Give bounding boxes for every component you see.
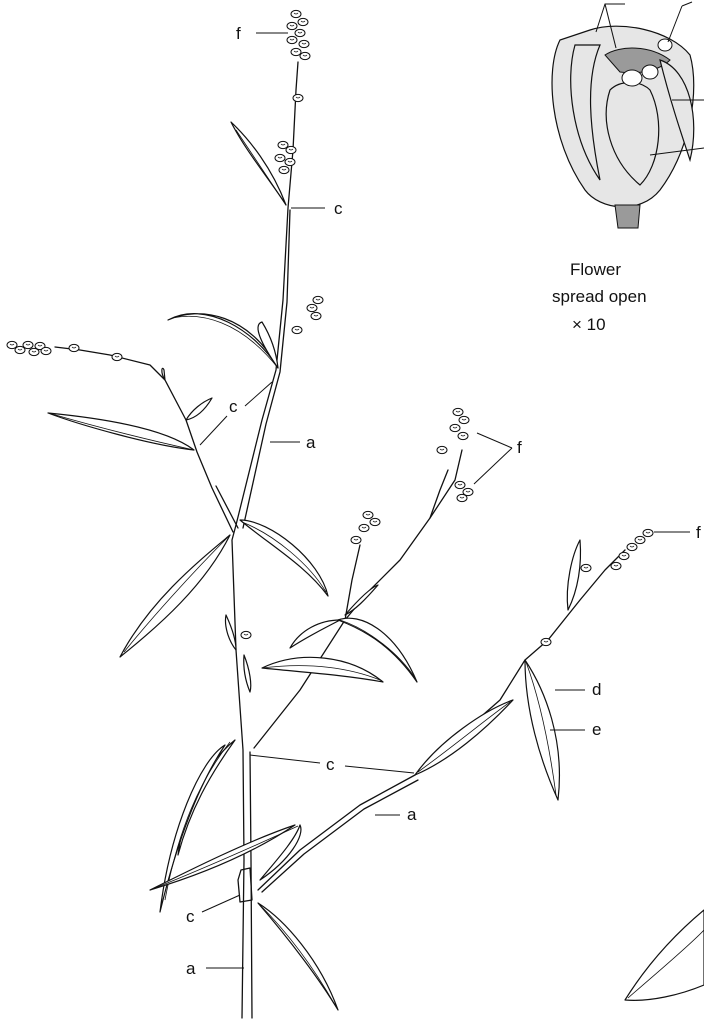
label-f-mid: f xyxy=(517,438,522,457)
label-c-lower: c xyxy=(186,907,195,926)
label-e: e xyxy=(592,720,601,739)
spike-left xyxy=(7,341,122,360)
label-a-right: a xyxy=(407,805,417,824)
label-a-lower: a xyxy=(186,959,196,978)
label-f-right: f xyxy=(696,523,701,542)
label-f-top: f xyxy=(236,24,241,43)
spike-top xyxy=(287,10,310,101)
label-c-center: c xyxy=(326,755,335,774)
caption-line3: × 10 xyxy=(572,315,606,334)
spike-mid-right xyxy=(437,408,473,501)
caption-line1: Flower xyxy=(570,260,621,279)
leaves xyxy=(48,122,704,1010)
label-c-left: c xyxy=(229,397,238,416)
label-a-upper: a xyxy=(306,433,316,452)
flower-caption: Flower spread open × 10 xyxy=(552,260,647,334)
caption-line2: spread open xyxy=(552,287,647,306)
label-c-upper: c xyxy=(334,199,343,218)
spike-upper-right xyxy=(292,296,323,333)
flower-detail xyxy=(552,2,704,228)
label-d: d xyxy=(592,680,601,699)
